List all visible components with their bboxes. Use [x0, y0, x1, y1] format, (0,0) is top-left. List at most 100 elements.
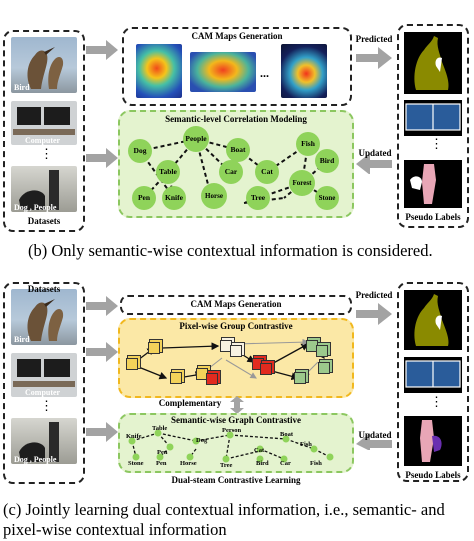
node-stone: Stone [315, 186, 339, 210]
graph-node [192, 437, 200, 445]
cube-yellow-3 [170, 372, 182, 384]
node-car: Car [219, 160, 243, 184]
gn-car: Car [280, 460, 291, 467]
arrow-to-semantic [86, 148, 118, 168]
graph-edges [128, 429, 334, 463]
predicted-label-2: Predicted [355, 290, 393, 300]
gn-pen: Pen [157, 449, 168, 456]
node-bird: Bird [315, 149, 339, 173]
pseudo-ellipsis: ⋮ [430, 136, 443, 151]
node-stone-label: Stone [318, 194, 336, 202]
gn-knife: Knife [126, 433, 142, 440]
input-arrows [86, 40, 118, 168]
graph-node [256, 445, 264, 453]
complementary-arrow [230, 396, 244, 414]
arrow-to-cam [86, 40, 118, 60]
cam-map-computer [190, 52, 256, 92]
cube-green-2 [316, 345, 328, 357]
node-fish-label: Fish [301, 139, 315, 148]
node-car-label: Car [224, 167, 238, 176]
pseudo-bird-mask-2 [404, 290, 462, 350]
arrow-predicted [356, 47, 392, 69]
computer-image-2: Computer [11, 353, 77, 397]
pixel-graph [135, 338, 325, 381]
caption-c-line2: pixel-wise contextual information [3, 520, 227, 539]
node-boat: Boat [226, 138, 250, 162]
pseudo-labels-title-2: Pseudo Labels [405, 470, 461, 480]
arrow-to-cam-2 [86, 296, 118, 316]
graph-node [154, 429, 162, 437]
node-tree-label: Tree [250, 193, 266, 202]
caption-c-line1: (c) Jointly learning dual contextual inf… [3, 500, 445, 519]
semantic-title: Semantic-level Correlation Modeling [165, 114, 307, 124]
cube-green-3 [318, 362, 330, 374]
thumb-label-bird-2: Bird [14, 335, 30, 344]
node-table: Table [156, 160, 180, 184]
cube-red-2 [260, 363, 272, 375]
graph-node [132, 453, 140, 461]
arrow-updated [356, 153, 392, 174]
pixel-title: Pixel-wise Group Contrastive [179, 321, 293, 331]
datasets-frame-2 [3, 282, 85, 484]
graph-node [256, 455, 264, 463]
graph-title: Semantic-wise Graph Contrastive [171, 415, 301, 425]
cube-red-3 [206, 373, 218, 385]
cube-yellow-1 [126, 358, 138, 370]
node-table-label: Table [159, 167, 177, 176]
dual-stream-label: Dual-steam Contrastive Learning [171, 475, 301, 485]
cam-frame-2 [120, 295, 352, 315]
node-forest: Forest [289, 170, 315, 196]
dog-people-image: Dog , People [11, 166, 77, 212]
output-arrows [356, 47, 392, 174]
updated-label-2: Updated [358, 430, 392, 440]
node-cat: Cat [255, 160, 279, 184]
pseudo-labels-title: Pseudo Labels [405, 212, 461, 222]
node-knife: Knife [162, 186, 186, 210]
node-horse: Horse [201, 183, 227, 209]
thumb-label-computer: Computer [25, 136, 61, 145]
caption-b: (b) Only semantic-wise contextual inform… [28, 241, 433, 260]
node-fish: Fish [296, 132, 320, 156]
complementary-label: Complementary [158, 398, 222, 408]
gn-cat: Cat [254, 447, 265, 454]
arrow-predicted-2 [356, 303, 392, 325]
output-arrows-2 [356, 303, 392, 450]
gn-fish: Fish [300, 441, 312, 448]
datasets-ellipsis-2: ⋮ [40, 398, 53, 413]
graph-node [282, 435, 290, 443]
node-forest-label: Forest [292, 179, 312, 187]
cam-frame [122, 27, 352, 106]
updated-label: Updated [358, 148, 392, 158]
node-knife-label: Knife [165, 193, 183, 202]
predicted-label: Predicted [355, 34, 393, 44]
cube-white-2 [230, 345, 242, 357]
graph-node [310, 445, 318, 453]
graph-node [156, 453, 164, 461]
gn-table: Table [152, 425, 168, 432]
cam-map-bird [136, 44, 182, 98]
graph-node [326, 453, 334, 461]
node-boat-label: Boat [230, 145, 246, 154]
thumb-label-bird: Bird [14, 83, 30, 92]
graph-node [186, 453, 194, 461]
arrow-to-pixel [86, 342, 118, 362]
node-tree: Tree [246, 186, 270, 210]
graph-node [128, 437, 136, 445]
gn-dog: Dog [196, 437, 208, 444]
pseudo-labels-frame [397, 24, 469, 228]
node-pen-label: Pen [137, 193, 151, 202]
cam-title-2: CAM Maps Generation [190, 299, 282, 309]
cam-map-dog [281, 44, 327, 98]
gn-fish-2: Fish [310, 460, 322, 467]
datasets-label: Datasets [27, 216, 61, 226]
node-people: People [183, 126, 209, 152]
node-people-label: People [185, 134, 207, 143]
cam-title: CAM Maps Generation [191, 31, 283, 41]
datasets-ellipsis: ⋮ [40, 146, 53, 161]
arrow-updated-2 [356, 433, 392, 450]
gn-person: Person [222, 427, 242, 434]
datasets-label-2: Datasets [27, 284, 61, 294]
dog-people-image-2: Dog , People [11, 418, 77, 464]
gn-pen-2: Pen [156, 460, 167, 467]
pseudo-dog-mask-2 [404, 416, 462, 466]
